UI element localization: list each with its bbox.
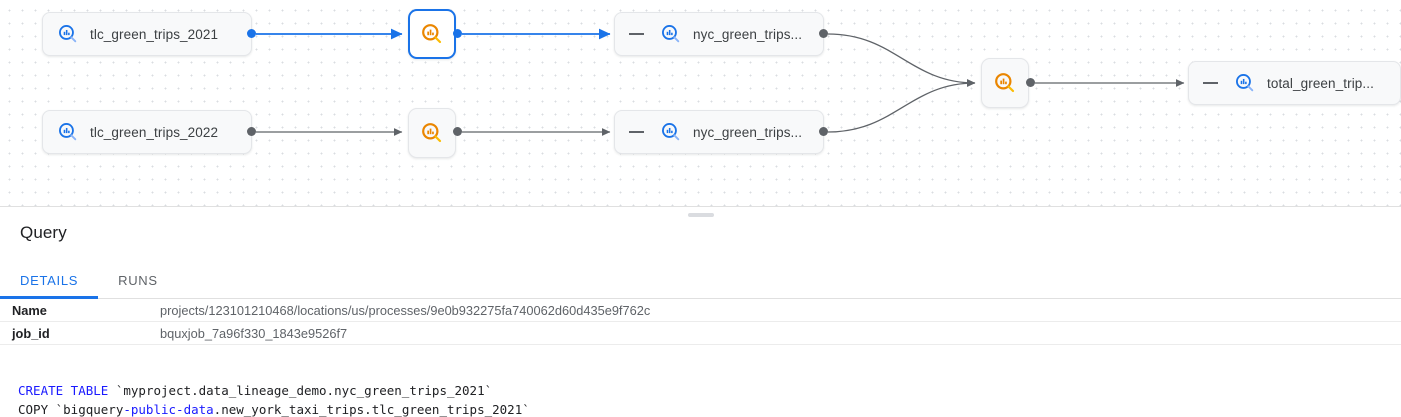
lineage-node-label: nyc_green_trips...: [693, 26, 803, 42]
edge-nyc2022-proc3: [827, 79, 976, 133]
edge-nyc2021-proc3: [827, 33, 976, 87]
node-port-output-tlc2021[interactable]: [247, 29, 256, 38]
lineage-node-label: tlc_green_trips_2022: [90, 124, 219, 140]
query-details-panel: Query DETAILS RUNS Name projects/1231012…: [0, 206, 1401, 417]
bigquery-process-icon: [993, 71, 1017, 95]
bigquery-table-icon: [57, 121, 79, 143]
sql-code-block[interactable]: CREATE TABLE `myproject.data_lineage_dem…: [0, 367, 1401, 417]
details-table: Name projects/123101210468/locations/us/…: [0, 299, 1401, 345]
lineage-node-total-green-trips[interactable]: total_green_trip...: [1188, 61, 1401, 105]
bigquery-table-icon: [660, 23, 682, 45]
panel-title: Query: [20, 223, 67, 242]
lineage-node-label: tlc_green_trips_2021: [90, 26, 219, 42]
lineage-node-tlc-green-trips-2022[interactable]: tlc_green_trips_2022: [42, 110, 252, 154]
detail-key: Name: [12, 302, 47, 318]
lineage-node-process-2[interactable]: [408, 108, 456, 158]
lineage-node-label: nyc_green_trips...: [693, 124, 803, 140]
node-port-output-nyc2022[interactable]: [819, 127, 828, 136]
bigquery-process-icon: [420, 22, 444, 46]
detail-key: job_id: [12, 325, 50, 341]
sql-text: COPY `bigquery: [18, 402, 124, 417]
collapse-toggle-icon[interactable]: [1203, 82, 1218, 84]
lineage-node-tlc-green-trips-2021[interactable]: tlc_green_trips_2021: [42, 12, 252, 56]
node-port-output-nyc2021[interactable]: [819, 29, 828, 38]
node-port-output-tlc2022[interactable]: [247, 127, 256, 136]
sql-highlight: -public-data: [123, 402, 214, 417]
node-port-output-process-2[interactable]: [453, 127, 462, 136]
collapse-toggle-icon[interactable]: [629, 33, 644, 35]
lineage-graph-canvas[interactable]: tlc_green_trips_2021 tlc_green_trips_202…: [0, 0, 1401, 206]
panel-tabs: DETAILS RUNS: [0, 262, 1401, 299]
bigquery-table-icon: [660, 121, 682, 143]
table-row: job_id bquxjob_7a96f330_1843e9526f7: [0, 322, 1401, 345]
node-port-output-process-1[interactable]: [453, 29, 462, 38]
lineage-node-nyc-green-trips-2021[interactable]: nyc_green_trips...: [614, 12, 824, 56]
bigquery-table-icon: [57, 23, 79, 45]
lineage-node-nyc-green-trips-2022[interactable]: nyc_green_trips...: [614, 110, 824, 154]
lineage-node-process-3[interactable]: [981, 58, 1029, 108]
panel-resize-handle[interactable]: [687, 213, 714, 217]
bigquery-table-icon: [1234, 72, 1256, 94]
sql-text: .new_york_taxi_trips.tlc_green_trips_202…: [213, 402, 530, 417]
tab-runs[interactable]: RUNS: [118, 272, 158, 288]
sql-keyword: CREATE TABLE: [18, 383, 109, 398]
detail-value: bquxjob_7a96f330_1843e9526f7: [160, 325, 348, 341]
table-row: Name projects/123101210468/locations/us/…: [0, 299, 1401, 322]
node-port-output-process-3[interactable]: [1026, 78, 1035, 87]
collapse-toggle-icon[interactable]: [629, 131, 644, 133]
lineage-node-label: total_green_trip...: [1267, 75, 1374, 91]
tab-details[interactable]: DETAILS: [0, 262, 99, 299]
sql-text: `myproject.data_lineage_demo.nyc_green_t…: [108, 383, 493, 398]
detail-value: projects/123101210468/locations/us/proce…: [160, 302, 651, 318]
bigquery-process-icon: [420, 121, 444, 145]
lineage-node-process-1[interactable]: [408, 9, 456, 59]
